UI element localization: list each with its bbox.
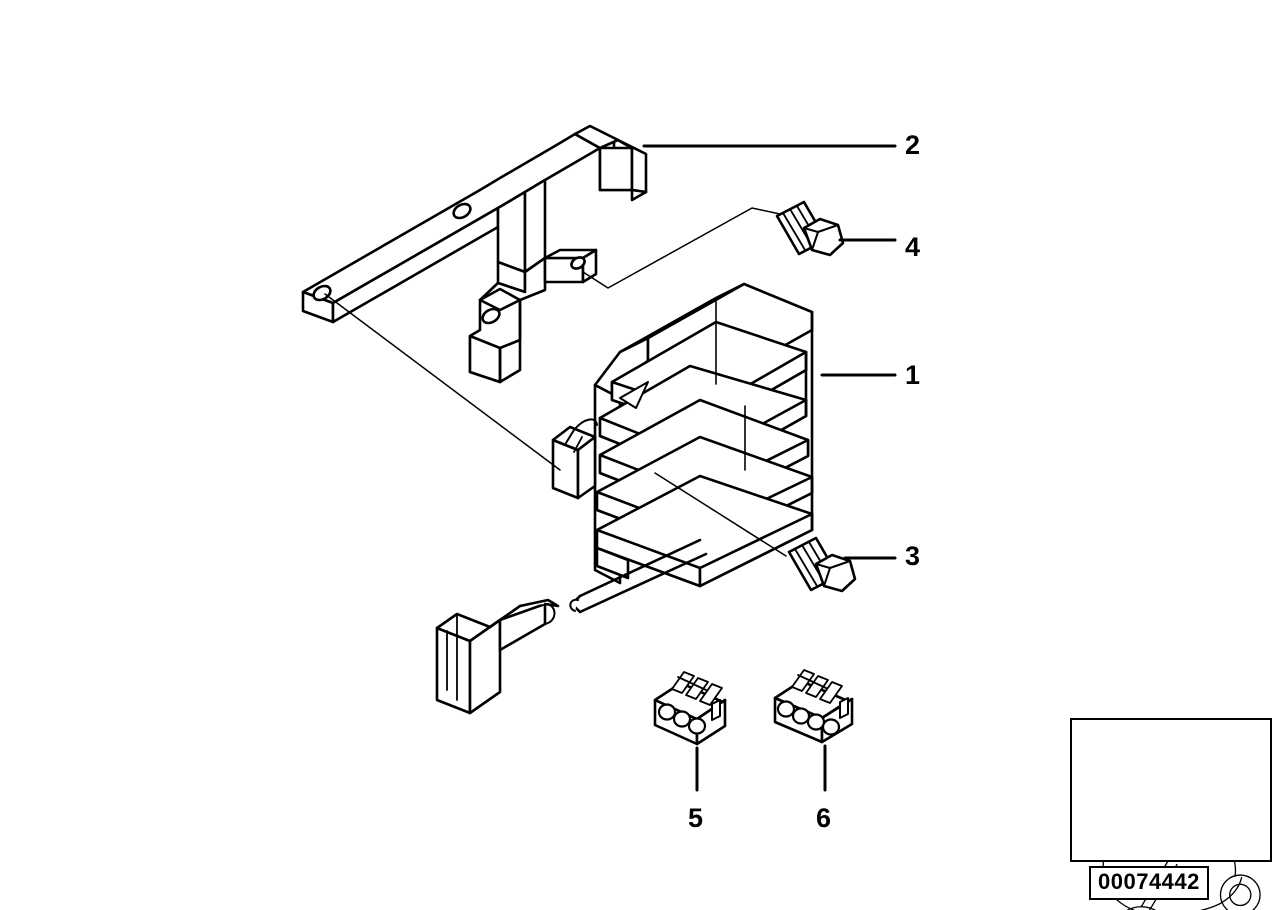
callout-label-6: 6: [816, 803, 832, 833]
callout-label-3: 3: [905, 541, 921, 571]
control-unit-part: [551, 282, 814, 588]
lead-strap-part: [569, 538, 708, 614]
vehicle-location-inset-frame: [1070, 718, 1272, 862]
callout-label-2: 2: [905, 130, 921, 160]
hex-bolt-upper-part: [775, 200, 845, 257]
leader-lines: [324, 207, 787, 557]
mounting-bracket-part: [301, 124, 648, 384]
connector-6-part: [773, 669, 854, 744]
diagram-number-box: 00074442: [1089, 866, 1209, 900]
callout-label-5: 5: [688, 803, 704, 833]
hex-bolt-lower-part: [787, 536, 857, 593]
callout-label-4: 4: [905, 232, 921, 262]
connector-5-part: [653, 671, 727, 746]
connector-plug-part: [435, 598, 560, 715]
callout-label-1: 1: [905, 360, 921, 390]
callout-leaders: [642, 144, 897, 792]
